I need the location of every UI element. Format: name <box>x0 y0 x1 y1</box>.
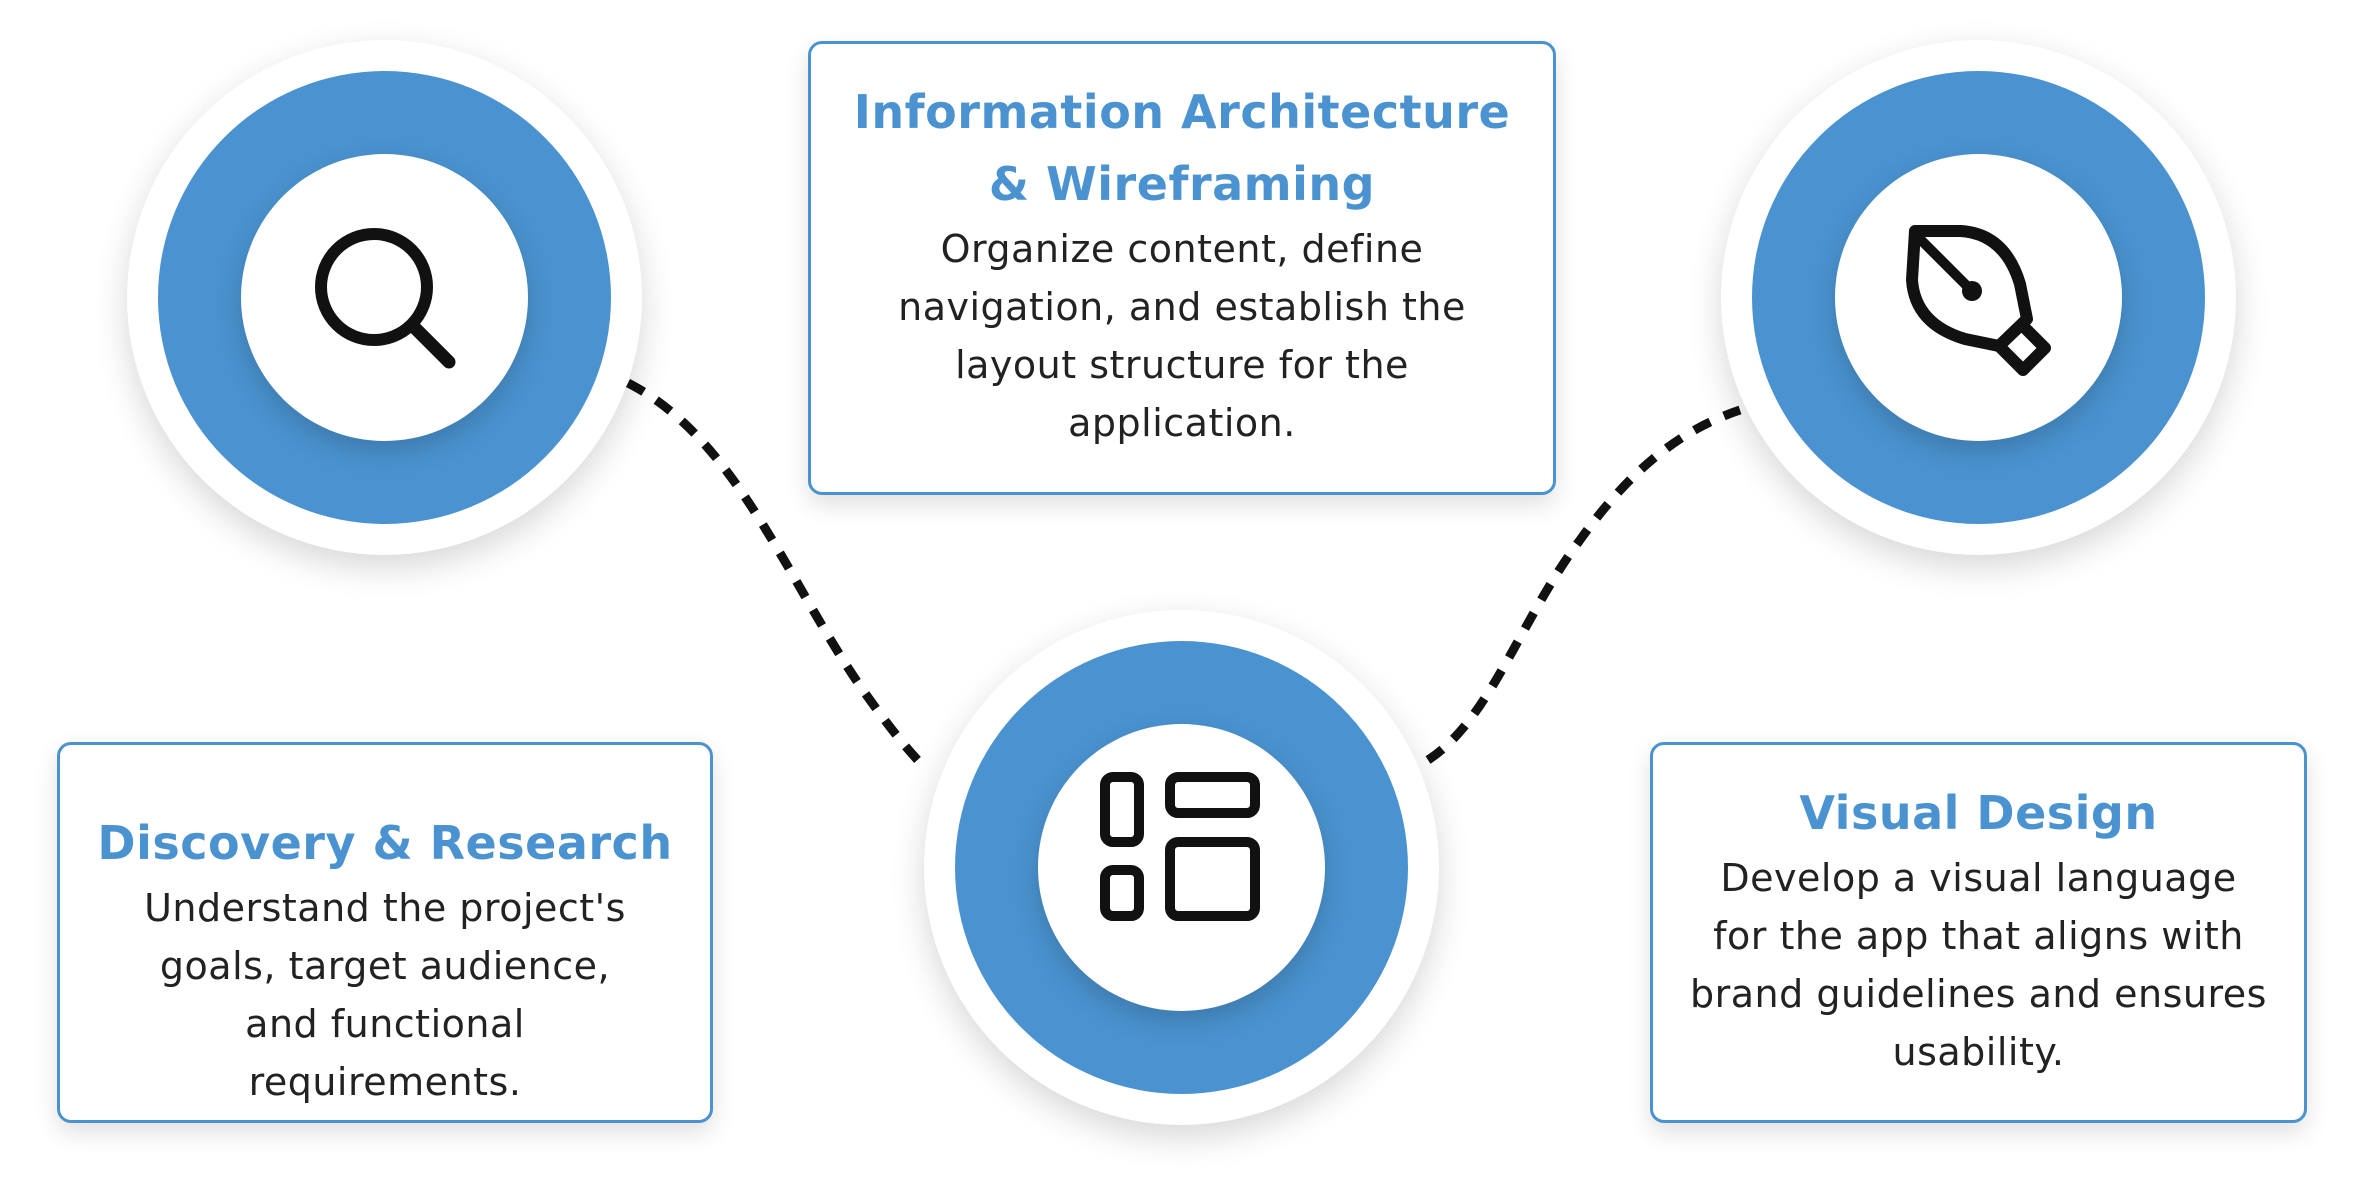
visual-design-description: Develop a visual language for the app th… <box>1690 856 2267 1074</box>
architecture-node <box>924 610 1439 1125</box>
discovery-description: Understand the project's goals, target a… <box>144 886 626 1104</box>
discovery-node <box>127 40 642 555</box>
search-icon <box>315 228 456 369</box>
connector-discovery-to-architecture <box>625 378 929 772</box>
visual-design-card: Visual Design Develop a visual language … <box>1650 742 2307 1123</box>
visual-design-node <box>1721 40 2236 555</box>
pen-tool-icon <box>1906 225 2051 376</box>
discovery-title: Discovery & Research <box>97 816 673 870</box>
architecture-node-core <box>1038 724 1325 1011</box>
discovery-node-core <box>241 154 528 441</box>
layout-icon <box>1100 772 1260 921</box>
architecture-title: Information Architecture & Wireframing <box>853 85 1511 211</box>
discovery-node-ring <box>158 71 611 524</box>
visual-design-node-ring <box>1752 71 2205 524</box>
architecture-node-ring <box>955 641 1408 1094</box>
architecture-description: Organize content, define navigation, and… <box>898 227 1466 445</box>
visual-design-node-core <box>1835 154 2122 441</box>
visual-design-title: Visual Design <box>1799 786 2158 840</box>
discovery-card: Discovery & Research Understand the proj… <box>57 742 713 1123</box>
architecture-card: Information Architecture & Wireframing O… <box>808 41 1556 495</box>
connector-architecture-to-visual <box>1425 405 1742 764</box>
